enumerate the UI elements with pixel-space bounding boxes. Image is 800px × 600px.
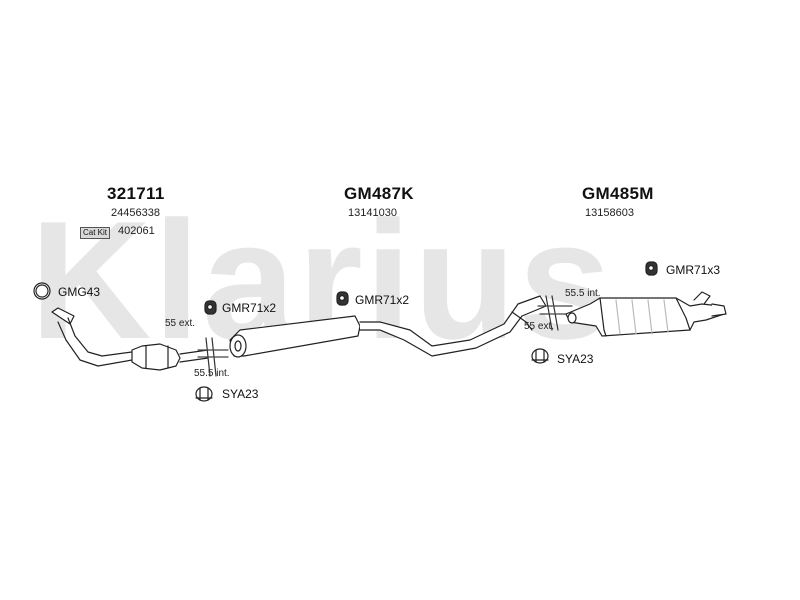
part-number-catalyst: 321711	[107, 184, 165, 203]
oe-number-rear: 13158603	[585, 207, 634, 219]
oe-number-catalyst: 24456338	[111, 207, 160, 219]
clamp-icon-2	[531, 348, 549, 364]
part-number-rear: GM485M	[582, 184, 654, 203]
rubber-mount-icon-2	[336, 291, 349, 306]
joint2-int-label: 55.5 int.	[565, 288, 601, 299]
mount-label-3: GMR71x3	[666, 263, 721, 277]
gasket-label: GMG43	[58, 285, 101, 299]
mount-label-1: GMR71x2	[222, 301, 277, 315]
joint1-clamp-marks	[197, 337, 229, 377]
part-number-middle: GM487K	[344, 184, 414, 203]
joint2-ext-label: 55 ext.	[524, 321, 555, 332]
joint1-ext-label: 55 ext.	[165, 318, 196, 329]
rubber-mount-icon-3	[645, 261, 658, 276]
gasket-ring-icon	[33, 282, 51, 300]
rear-silencer	[565, 291, 727, 337]
cat-kit-number: 402061	[118, 225, 155, 237]
joint1-int-label: 55.5 int.	[194, 368, 230, 379]
middle-silencer	[229, 295, 547, 358]
rubber-mount-icon-1	[204, 300, 217, 315]
clamp-icon-1	[195, 386, 213, 402]
oe-number-middle: 13141030	[348, 207, 397, 219]
clamp-label-1: SYA23	[222, 387, 259, 401]
cat-kit-badge: Cat Kit	[80, 227, 111, 239]
mount-label-2: GMR71x2	[355, 293, 410, 307]
clamp-label-2: SYA23	[557, 352, 594, 366]
front-pipe-with-catalyst	[51, 307, 209, 371]
